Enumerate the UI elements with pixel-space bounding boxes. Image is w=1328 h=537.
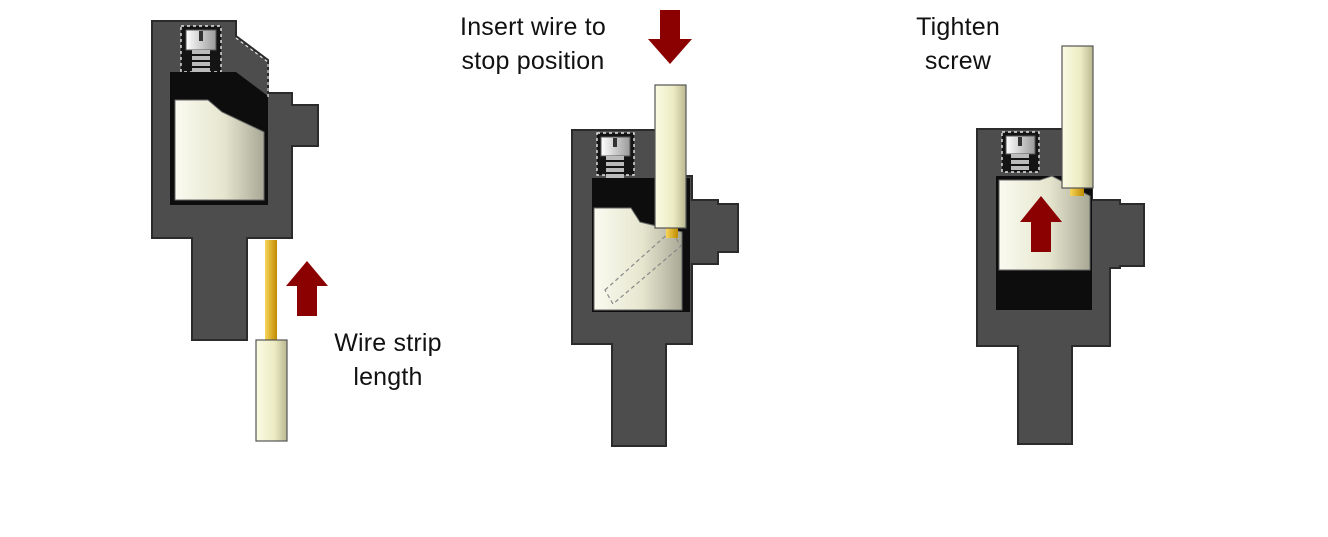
label-wire-strip-length: Wire strip length bbox=[334, 329, 442, 391]
wire-conductor bbox=[265, 240, 277, 344]
clamp-block bbox=[174, 99, 265, 201]
wire-path-dashed bbox=[604, 230, 682, 305]
screw-icon bbox=[1005, 135, 1036, 170]
arrow-up-icon bbox=[286, 261, 328, 316]
terminal-insert bbox=[571, 10, 739, 447]
arrow-down-icon bbox=[648, 10, 692, 64]
label-insert-wire: Insert wire to stop position bbox=[460, 13, 606, 75]
screw-icon bbox=[600, 136, 631, 178]
wire-insulation bbox=[255, 339, 288, 442]
screw-icon bbox=[185, 29, 217, 72]
terminal-tighten bbox=[976, 45, 1145, 445]
wire-conductor bbox=[666, 226, 678, 238]
arrow-up-icon bbox=[1020, 196, 1062, 252]
wire-conductor bbox=[1070, 186, 1084, 196]
terminal-strip bbox=[151, 20, 328, 442]
label-tighten-screw: Tighten screw bbox=[916, 13, 1000, 75]
wire-insulation bbox=[1061, 45, 1094, 189]
upper-cavity-outline bbox=[235, 37, 269, 98]
clamp-block bbox=[593, 207, 683, 311]
wire-insulation bbox=[654, 84, 687, 229]
